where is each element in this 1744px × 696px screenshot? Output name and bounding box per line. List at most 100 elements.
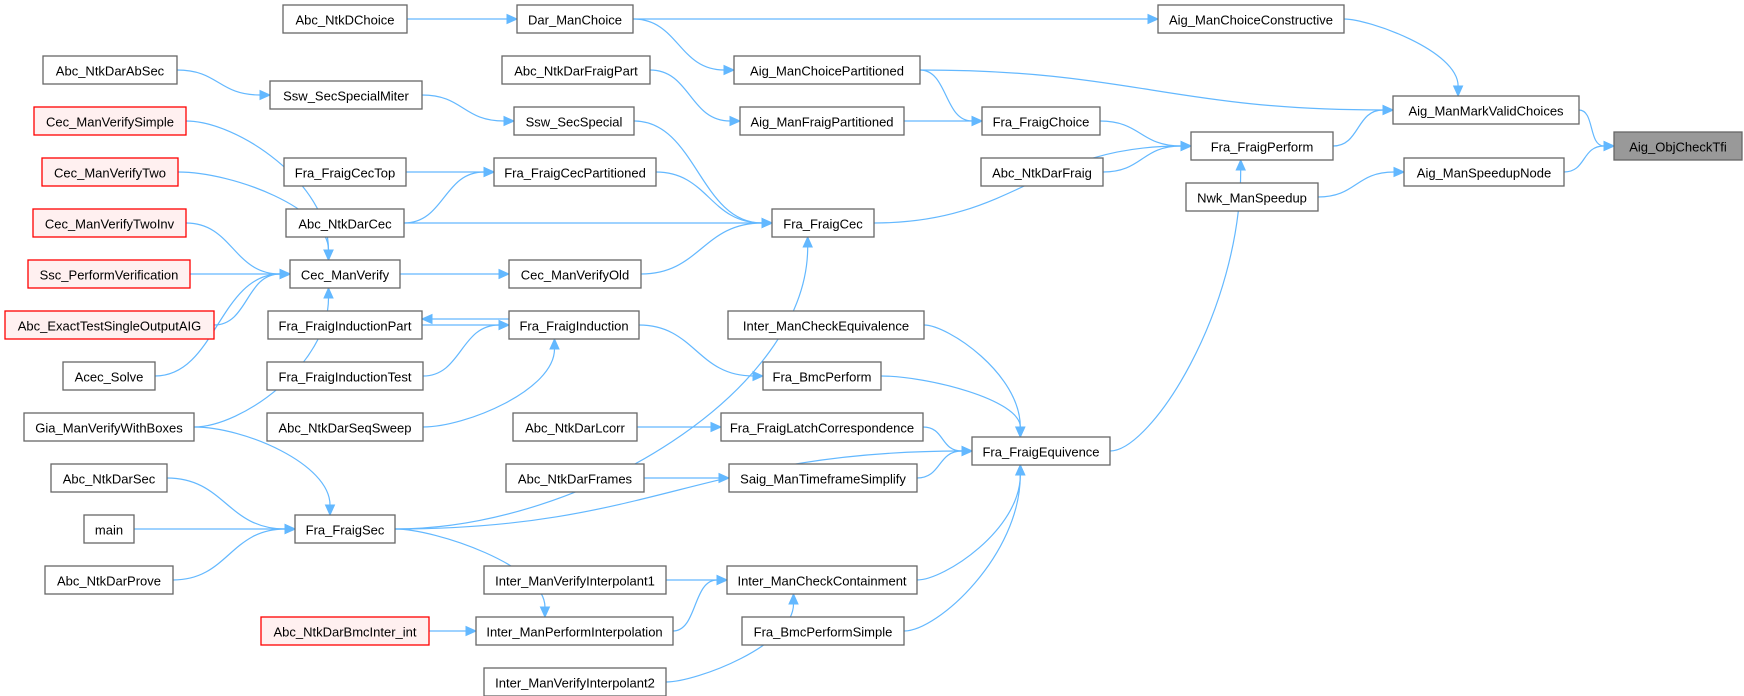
node-box[interactable] xyxy=(50,463,168,493)
graph-node[interactable]: Fra_FraigCec xyxy=(771,208,875,238)
node-box[interactable] xyxy=(269,80,423,110)
graph-node[interactable]: Fra_FraigInduction xyxy=(508,310,640,340)
node-box[interactable] xyxy=(508,310,640,340)
graph-node[interactable]: Fra_FraigCecTop xyxy=(283,157,407,187)
graph-node[interactable]: Fra_FraigCecPartitioned xyxy=(493,157,657,187)
node-box[interactable] xyxy=(971,436,1111,466)
graph-node[interactable]: Abc_NtkDarFraig xyxy=(980,157,1104,187)
node-box[interactable] xyxy=(733,55,921,85)
node-box[interactable] xyxy=(980,157,1104,187)
node-box[interactable] xyxy=(726,565,918,595)
node-box[interactable] xyxy=(283,157,407,187)
graph-node[interactable]: Fra_FraigPerform xyxy=(1190,131,1334,161)
node-box[interactable] xyxy=(266,361,424,391)
graph-node[interactable]: Cec_ManVerifyTwo xyxy=(41,157,179,187)
node-box[interactable] xyxy=(266,412,424,442)
node-box[interactable] xyxy=(260,616,430,646)
node-box[interactable] xyxy=(516,4,634,34)
node-box[interactable] xyxy=(44,565,174,595)
node-box[interactable] xyxy=(501,55,651,85)
graph-node[interactable]: Fra_BmcPerformSimple xyxy=(741,616,905,646)
graph-node[interactable]: Inter_ManVerifyInterpolant1 xyxy=(483,565,667,595)
node-box[interactable] xyxy=(1185,182,1319,212)
node-box[interactable] xyxy=(294,514,396,544)
node-box[interactable] xyxy=(771,208,875,238)
node-box[interactable] xyxy=(981,106,1101,136)
graph-node[interactable]: Nwk_ManSpeedup xyxy=(1185,182,1319,212)
node-box[interactable] xyxy=(27,259,191,289)
node-box[interactable] xyxy=(508,259,642,289)
graph-node[interactable]: Fra_FraigEquivence xyxy=(971,436,1111,466)
node-box[interactable] xyxy=(1392,95,1580,125)
node-box[interactable] xyxy=(1190,131,1334,161)
node-box[interactable] xyxy=(739,106,905,136)
node-box[interactable] xyxy=(762,361,882,391)
graph-node[interactable]: Inter_ManCheckEquivalence xyxy=(727,310,925,340)
graph-node[interactable]: Fra_FraigChoice xyxy=(981,106,1101,136)
graph-node[interactable]: Saig_ManTimeframeSimplify xyxy=(728,463,918,493)
graph-node[interactable]: Abc_NtkDarLcorr xyxy=(512,412,638,442)
node-box[interactable] xyxy=(289,259,401,289)
graph-node[interactable]: Cec_ManVerifyTwoInv xyxy=(32,208,187,238)
graph-node[interactable]: Aig_ManSpeedupNode xyxy=(1403,157,1565,187)
node-box[interactable] xyxy=(285,208,405,238)
node-box[interactable] xyxy=(32,208,187,238)
graph-node[interactable]: Fra_BmcPerform xyxy=(762,361,882,391)
node-box[interactable] xyxy=(42,55,178,85)
graph-node[interactable]: Ssc_PerformVerification xyxy=(27,259,191,289)
node-box[interactable] xyxy=(493,157,657,187)
graph-node[interactable]: Abc_NtkDarBmcInter_int xyxy=(260,616,430,646)
node-box[interactable] xyxy=(62,361,156,391)
graph-node[interactable]: Cec_ManVerifyOld xyxy=(508,259,642,289)
graph-node[interactable]: Aig_ManFraigPartitioned xyxy=(739,106,905,136)
graph-node[interactable]: Fra_FraigInductionTest xyxy=(266,361,424,391)
node-box[interactable] xyxy=(1403,157,1565,187)
graph-node[interactable]: Aig_ManChoiceConstructive xyxy=(1157,4,1345,34)
graph-node[interactable]: Dar_ManChoice xyxy=(516,4,634,34)
node-box[interactable] xyxy=(267,310,423,340)
node-box[interactable] xyxy=(4,310,215,340)
graph-node[interactable]: Acec_Solve xyxy=(62,361,156,391)
node-box[interactable] xyxy=(41,157,179,187)
node-box[interactable] xyxy=(1613,131,1743,161)
graph-node[interactable]: Abc_NtkDarFrames xyxy=(505,463,645,493)
node-box[interactable] xyxy=(513,106,635,136)
node-box[interactable] xyxy=(512,412,638,442)
node-box[interactable] xyxy=(727,310,925,340)
graph-node[interactable]: Gia_ManVerifyWithBoxes xyxy=(23,412,195,442)
graph-node[interactable]: Fra_FraigInductionPart xyxy=(267,310,423,340)
node-box[interactable] xyxy=(475,616,674,646)
node-box[interactable] xyxy=(23,412,195,442)
graph-node[interactable]: Abc_NtkDarCec xyxy=(285,208,405,238)
graph-node[interactable]: Inter_ManPerformInterpolation xyxy=(475,616,674,646)
graph-node[interactable]: main xyxy=(83,514,135,544)
graph-node[interactable]: Aig_ManMarkValidChoices xyxy=(1392,95,1580,125)
graph-node[interactable]: Fra_FraigSec xyxy=(294,514,396,544)
graph-node[interactable]: Abc_NtkDChoice xyxy=(282,4,408,34)
graph-node[interactable]: Ssw_SecSpecial xyxy=(513,106,635,136)
graph-node[interactable]: Aig_ObjCheckTfi xyxy=(1613,131,1743,161)
node-box[interactable] xyxy=(741,616,905,646)
node-box[interactable] xyxy=(728,463,918,493)
node-box[interactable] xyxy=(505,463,645,493)
graph-node[interactable]: Fra_FraigLatchCorrespondence xyxy=(720,412,924,442)
node-box[interactable] xyxy=(1157,4,1345,34)
node-box[interactable] xyxy=(483,667,667,696)
graph-node[interactable]: Abc_NtkDarFraigPart xyxy=(501,55,651,85)
graph-node[interactable]: Abc_NtkDarProve xyxy=(44,565,174,595)
graph-node[interactable]: Abc_NtkDarAbSec xyxy=(42,55,178,85)
graph-node[interactable]: Abc_NtkDarSeqSweep xyxy=(266,412,424,442)
graph-node[interactable]: Aig_ManChoicePartitioned xyxy=(733,55,921,85)
graph-node[interactable]: Inter_ManCheckContainment xyxy=(726,565,918,595)
node-box[interactable] xyxy=(282,4,408,34)
node-box[interactable] xyxy=(483,565,667,595)
node-box[interactable] xyxy=(83,514,135,544)
graph-node[interactable]: Inter_ManVerifyInterpolant2 xyxy=(483,667,667,696)
node-box[interactable] xyxy=(33,106,187,136)
graph-node[interactable]: Cec_ManVerify xyxy=(289,259,401,289)
graph-node[interactable]: Ssw_SecSpecialMiter xyxy=(269,80,423,110)
graph-node[interactable]: Abc_NtkDarSec xyxy=(50,463,168,493)
graph-node[interactable]: Cec_ManVerifySimple xyxy=(33,106,187,136)
graph-node[interactable]: Abc_ExactTestSingleOutputAIG xyxy=(4,310,215,340)
node-box[interactable] xyxy=(720,412,924,442)
